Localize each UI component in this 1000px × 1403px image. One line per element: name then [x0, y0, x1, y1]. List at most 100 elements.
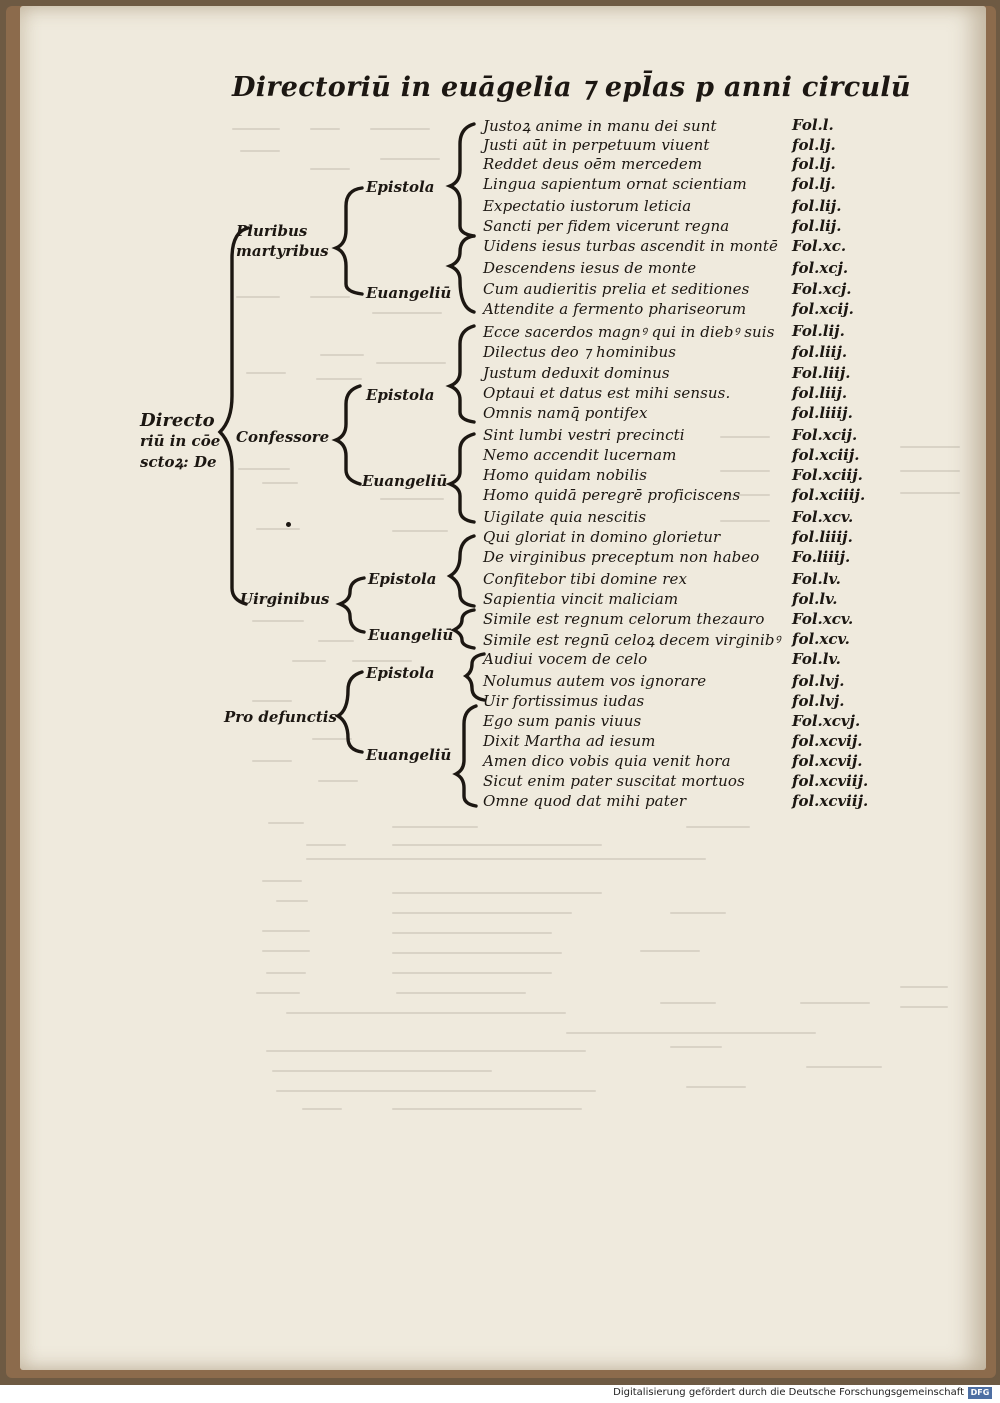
entry-text: Justoꝝ anime in manu dei sunt — [483, 117, 717, 135]
entries-brace-2 — [445, 234, 476, 314]
entry-folio: fol.xcij. — [792, 300, 854, 318]
entries-brace-4 — [445, 432, 476, 524]
entry-folio: Fol.xcv. — [792, 508, 854, 526]
main-brace — [217, 226, 250, 606]
virginibus-brace — [335, 576, 366, 634]
entry-folio: Fol.xcvj. — [792, 712, 861, 730]
entry-text: Sicut enim pater suscitat mortuos — [483, 772, 745, 790]
entry-text: Justum deduxit dominus — [483, 364, 670, 382]
entry-folio: fol.xciiij. — [792, 486, 866, 504]
group-virginibus: Uirginibus — [240, 590, 330, 608]
entry-text: Confitebor tibi domine rex — [483, 570, 688, 588]
group-pluribus: Pluribus — [236, 222, 308, 240]
entries-brace-5 — [446, 534, 476, 608]
entry-folio: Fol.lv. — [792, 570, 841, 588]
entries-brace-6 — [450, 608, 476, 650]
entry-folio: fol.xcj. — [792, 259, 849, 277]
entry-text: Attendite a fermento phariseorum — [483, 300, 747, 318]
digitization-note: Digitalisierung gefördert durch die Deut… — [613, 1387, 964, 1398]
entry-folio: Fol.xcij. — [792, 426, 858, 444]
entry-folio: fol.liij. — [792, 343, 848, 361]
book-page — [20, 6, 986, 1370]
entry-text: Expectatio iustorum leticia — [483, 197, 692, 215]
entry-folio: Fol.xcj. — [792, 280, 852, 298]
entry-text: Simile est regnū celoꝝ decem virginibꝰ — [483, 631, 781, 649]
entry-folio: fol.lj. — [792, 175, 836, 193]
dfg-logo-icon: DFG — [968, 1387, 992, 1399]
entry-text: Sint lumbi vestri precincti — [483, 426, 685, 444]
left-title-line-1: Directo — [140, 410, 215, 431]
entry-text: Uidens iesus turbas ascendit in montē — [483, 237, 778, 255]
entry-folio: fol.xcviij. — [792, 792, 869, 810]
sub-epistola-1: Epistola — [366, 178, 435, 196]
entry-folio: fol.xcviij. — [792, 772, 869, 790]
entry-text: Audiui vocem de celo — [483, 650, 648, 668]
entry-text: Justi aūt in perpetuum viuent — [483, 136, 710, 154]
entry-text: Lingua sapientum ornat scientiam — [483, 175, 747, 193]
entry-folio: fol.lv. — [792, 590, 838, 608]
entry-folio: fol.xcv. — [792, 630, 850, 648]
entry-text: Omnis namq̄ pontifex — [483, 404, 648, 422]
entry-text: Amen dico vobis quia venit hora — [483, 752, 731, 770]
entry-folio: Fol.xciij. — [792, 466, 863, 484]
group-pro-defunctis: Pro defunctis — [224, 708, 337, 726]
entries-brace-3 — [445, 324, 476, 424]
sub-euangelium-2: Euangeliū — [362, 472, 448, 490]
entry-folio: fol.lj. — [792, 136, 836, 154]
entry-folio: Fo.liiij. — [792, 548, 851, 566]
entry-text: Dixit Martha ad iesum — [483, 732, 656, 750]
entry-text: Optaui et datus est mihi sensus. — [483, 384, 731, 402]
entry-text: Simile est regnum celorum thezauro — [483, 610, 765, 628]
entry-text: Uigilate quia nescitis — [483, 508, 647, 526]
entry-folio: fol.xcvij. — [792, 732, 863, 750]
entry-folio: fol.lj. — [792, 155, 836, 173]
entry-folio: fol.lij. — [792, 217, 842, 235]
entries-brace-8 — [452, 704, 478, 808]
entry-folio: fol.liiij. — [792, 528, 853, 546]
entry-folio: fol.xciij. — [792, 446, 860, 464]
sub-epistola-2: Epistola — [366, 386, 435, 404]
entry-folio: fol.lij. — [792, 197, 842, 215]
entry-folio: fol.xcvij. — [792, 752, 863, 770]
entry-text: Dilectus deo ⁊ hominibus — [483, 343, 677, 361]
sub-epistola-3: Epistola — [368, 570, 437, 588]
left-title-line-2: riū in cōe — [140, 432, 221, 450]
entry-folio: fol.lvj. — [792, 672, 845, 690]
entries-brace-1 — [445, 122, 476, 238]
printer-dot — [286, 522, 291, 527]
entry-text: Ego sum panis viuus — [483, 712, 642, 730]
confessore-brace — [331, 384, 362, 486]
footer-strip — [0, 1385, 1000, 1403]
entry-folio: fol.liij. — [792, 384, 848, 402]
defunctis-brace — [334, 670, 364, 754]
entry-text: Descendens iesus de monte — [483, 259, 697, 277]
running-head: Directoriū in euāgelia ⁊ epl̄as p anni c… — [232, 72, 911, 103]
entry-folio: Fol.lv. — [792, 650, 841, 668]
entry-folio: Fol.xcv. — [792, 610, 854, 628]
entry-text: Omne quod dat mihi pater — [483, 792, 687, 810]
entry-text: Qui gloriat in domino glorietur — [483, 528, 721, 546]
entry-folio: Fol.l. — [792, 116, 834, 134]
sub-euangelium-3: Euangeliū — [368, 626, 454, 644]
entry-folio: fol.lvj. — [792, 692, 845, 710]
sub-euangelium-1: Euangeliū — [366, 284, 452, 302]
entry-folio: Fol.lij. — [792, 322, 845, 340]
entry-text: Sapientia vincit maliciam — [483, 590, 679, 608]
left-title-line-3: sctoꝝ: De — [140, 453, 217, 471]
group-confessore: Confessore — [236, 428, 330, 446]
entry-folio: Fol.liij. — [792, 364, 851, 382]
sub-epistola-4: Epistola — [366, 664, 435, 682]
entry-text: Homo quidam nobilis — [483, 466, 648, 484]
entry-text: Cum audieritis prelia et seditiones — [483, 280, 750, 298]
entry-text: Nolumus autem vos ignorare — [483, 672, 707, 690]
sub-euangelium-4: Euangeliū — [366, 746, 452, 764]
entry-text: Uir fortissimus iudas — [483, 692, 645, 710]
entry-text: Sancti per fidem vicerunt regna — [483, 217, 730, 235]
pluribus-brace — [331, 186, 364, 296]
entry-text: Ecce sacerdos magnꝰ qui in diebꝰ suis — [483, 323, 775, 341]
entry-text: Homo quidā peregrē proficiscens — [483, 486, 741, 504]
group-martyribus: martyribus — [236, 242, 329, 260]
entry-folio: fol.liiij. — [792, 404, 853, 422]
entry-text: Nemo accendit lucernam — [483, 446, 677, 464]
